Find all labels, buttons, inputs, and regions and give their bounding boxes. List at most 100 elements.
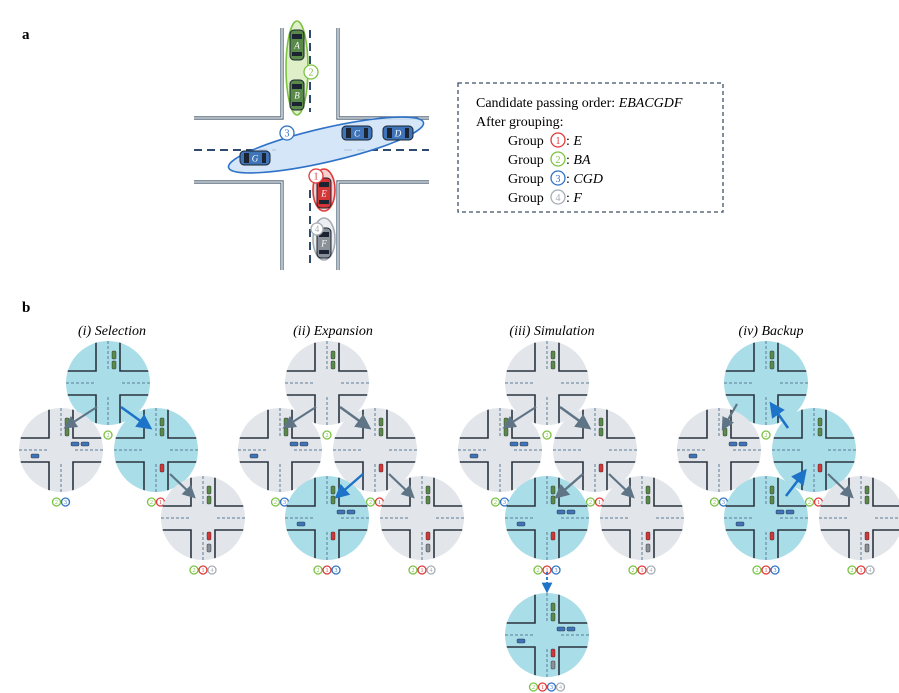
group-2-badge-number: 2 (851, 568, 854, 574)
mini-car (550, 602, 556, 612)
backup-edge-right-rightright (827, 473, 854, 499)
passing-order-legend: Candidate passing order: EBACGDF After g… (457, 82, 724, 213)
backup-edge-mid-right (784, 468, 807, 497)
mini-car (206, 543, 212, 553)
legend-group-number: 1 (556, 136, 561, 147)
group-3-badge-number: 3 (722, 500, 725, 506)
mini-car (425, 543, 431, 553)
car-windshield (319, 232, 329, 237)
mini-car (111, 360, 117, 370)
node-disc (19, 408, 103, 492)
node-disc (114, 408, 198, 492)
legend-group-number: 2 (556, 155, 561, 166)
legend-group-word: Group (508, 172, 544, 187)
legend-group-members: : E (566, 134, 582, 149)
node-disc (458, 408, 542, 492)
mini-car (769, 531, 775, 541)
expansion-edge-right-rightright (388, 473, 415, 499)
legend-group-word: Group (508, 134, 544, 149)
backup-node-root: 2 (724, 341, 808, 440)
mini-car (206, 495, 212, 505)
group-1-badge (637, 565, 647, 575)
selection-node-root: 2 (66, 341, 150, 440)
mini-car (336, 509, 346, 515)
simulation-edge-root-left (502, 406, 537, 429)
car-rear-window (364, 128, 368, 138)
car-rear-window (319, 250, 329, 254)
panel-a-label: a (22, 27, 30, 43)
vehicle-g: G (239, 150, 271, 166)
mini-car (159, 417, 165, 427)
group-1-badge-number: 1 (202, 568, 205, 574)
car-rear-window (292, 52, 302, 56)
mini-car (817, 463, 823, 473)
mini-car (330, 531, 336, 541)
simulation-edge-root-right (559, 405, 592, 430)
group-2-badge-number: 2 (537, 568, 540, 574)
mini-car (469, 453, 479, 459)
legend-group-members: : F (566, 191, 582, 206)
mini-car (550, 531, 556, 541)
mini-car (566, 509, 576, 515)
mini-car (775, 509, 785, 515)
mini-car (425, 495, 431, 505)
group-2-badge-number: 2 (756, 568, 759, 574)
group-4-badge (865, 565, 875, 575)
mini-car (688, 453, 698, 459)
group-2-badge (51, 497, 62, 507)
mini-car (550, 495, 556, 505)
group-2-badge (709, 497, 720, 507)
mini-car (598, 427, 604, 437)
group-2-badge-number: 2 (107, 433, 110, 439)
mini-car (346, 509, 356, 515)
mini-car (30, 453, 40, 459)
road-edge-inner (194, 181, 283, 270)
group-2-badge-number: 2 (589, 500, 592, 506)
mini-car (769, 360, 775, 370)
group-1-badge-number: 1 (765, 568, 768, 574)
car-rear-window (292, 102, 302, 106)
group-2-badge-number: 2 (274, 500, 277, 506)
node-disc (819, 476, 899, 560)
mini-car (289, 441, 299, 447)
group-4-badge-number: 4 (650, 568, 653, 574)
group-4-badge (555, 682, 566, 692)
car-windshield (292, 84, 302, 89)
mini-car (378, 463, 384, 473)
node-disc (238, 408, 322, 492)
mini-car (566, 626, 576, 632)
group-1-badge (417, 565, 427, 575)
node-disc (333, 408, 417, 492)
mini-car (64, 427, 70, 437)
mini-car (864, 531, 870, 541)
legend-after-grouping: After grouping: (476, 115, 563, 130)
car-label: D (394, 129, 402, 139)
road-edge-inner (337, 181, 429, 270)
group-3-badge (551, 565, 561, 575)
road-edge (336, 180, 429, 270)
expansion-node-root: 2 (285, 341, 369, 440)
group-3-envelope (227, 116, 425, 174)
group-2-badge (847, 565, 857, 575)
mini-car (378, 427, 384, 437)
group-3-badge (279, 125, 295, 141)
car-windshield (292, 34, 302, 39)
mini-car (864, 543, 870, 553)
node-disc (553, 408, 637, 492)
mini-car (864, 485, 870, 495)
legend-group-members: : BA (566, 153, 591, 168)
mini-car (509, 441, 519, 447)
group-1-badge-number: 1 (378, 500, 381, 506)
mini-car (516, 521, 526, 527)
group-3-badge-number: 3 (335, 568, 338, 574)
group-4-badge-number: 4 (315, 224, 320, 234)
road-edge (194, 28, 284, 120)
vehicle-b: B (289, 79, 305, 111)
mini-car (550, 660, 556, 670)
group-4-badge-number: 4 (559, 685, 562, 691)
group-2-badge (585, 497, 596, 507)
